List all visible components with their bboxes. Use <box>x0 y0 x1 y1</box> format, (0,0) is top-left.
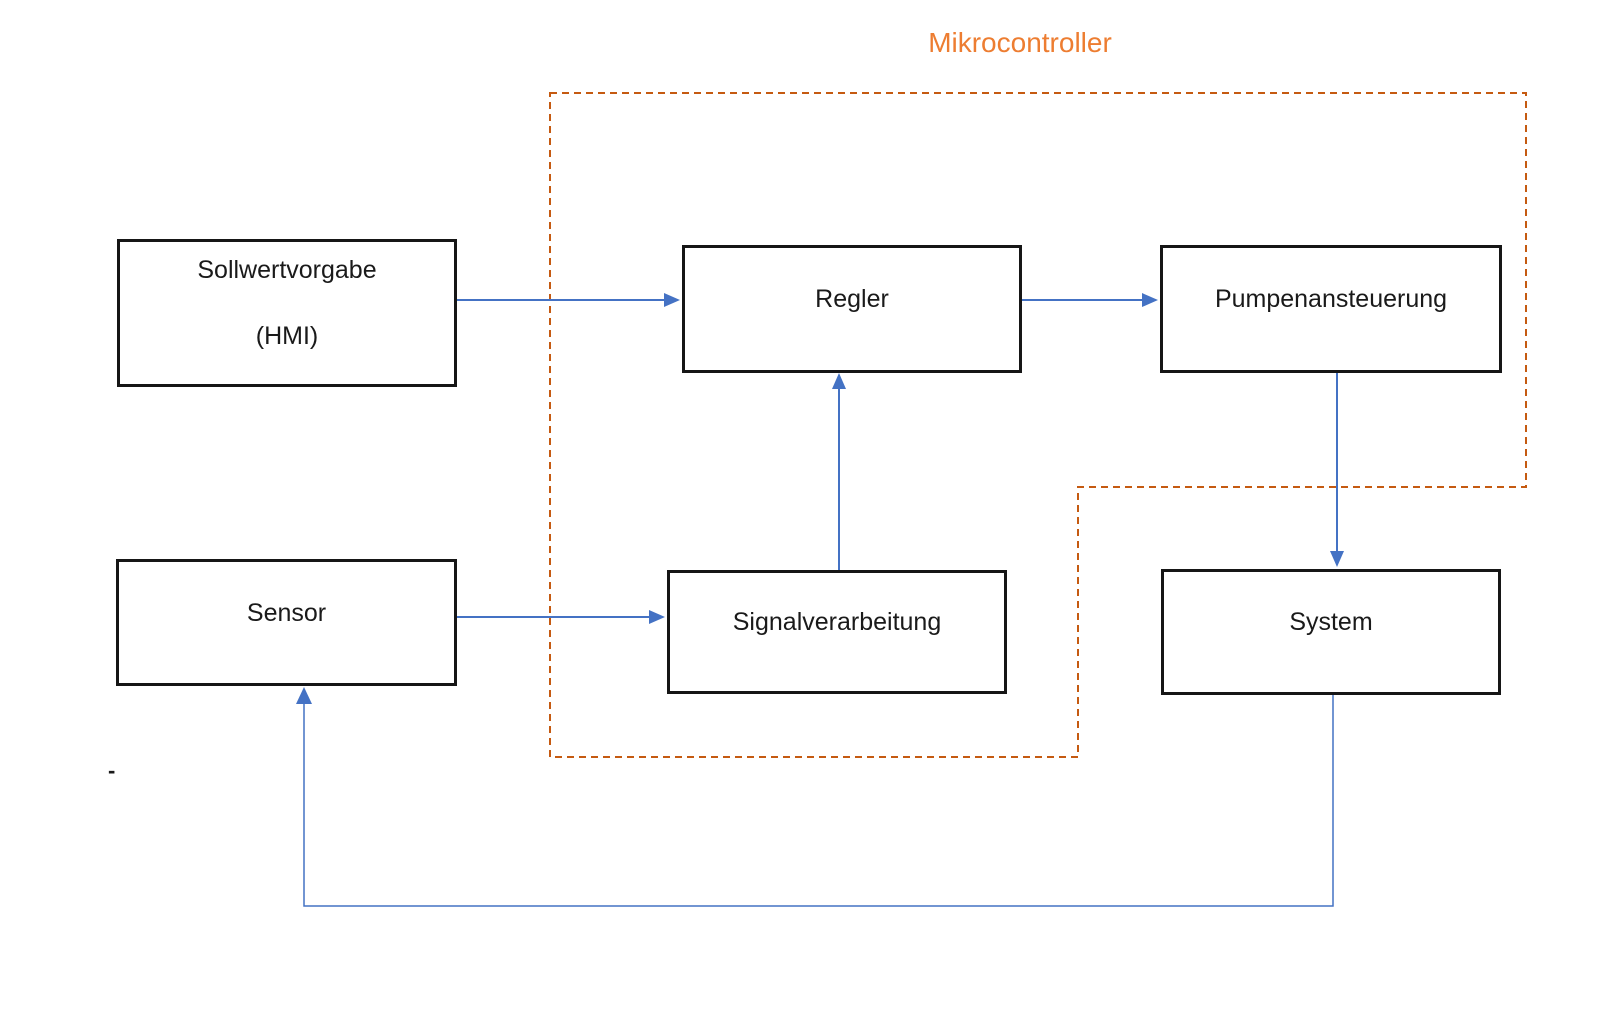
arrowhead-regler-to-pumpenansteuerung <box>1142 293 1158 307</box>
block-label-sollwertvorgabe-line2: (HMI) <box>255 322 319 350</box>
block-system: System <box>1161 569 1501 695</box>
feedback-line-system-to-sensor <box>303 695 1334 907</box>
block-label-regler: Regler <box>815 285 889 313</box>
block-label-pumpenansteuerung: Pumpenansteuerung <box>1214 285 1448 313</box>
block-pumpenansteuerung: Pumpenansteuerung <box>1160 245 1502 373</box>
stray-dash-mark: - <box>108 758 116 783</box>
block-label-signalverarbeitung: Signalverarbeitung <box>732 608 942 636</box>
arrowhead-pumpenansteuerung-to-system <box>1330 551 1344 567</box>
microcontroller-title: Mikrocontroller <box>928 27 1112 58</box>
arrowhead-sollwertvorgabe-to-regler <box>664 293 680 307</box>
microcontroller-dashed-border <box>549 92 1527 758</box>
block-signalverarbeitung: Signalverarbeitung <box>667 570 1007 694</box>
block-label-sollwertvorgabe-line1: Sollwertvorgabe <box>197 256 377 284</box>
block-label-system: System <box>1289 608 1373 636</box>
block-sensor: Sensor <box>116 559 457 686</box>
arrowhead-system-to-sensor <box>296 687 312 704</box>
arrowhead-signalverarbeitung-to-regler <box>832 373 846 389</box>
block-label-sensor: Sensor <box>246 598 327 627</box>
arrowhead-sensor-to-signalverarbeitung <box>649 610 665 624</box>
block-sollwertvorgabe-hmi: Sollwertvorgabe (HMI) <box>117 239 457 387</box>
block-regler: Regler <box>682 245 1022 373</box>
